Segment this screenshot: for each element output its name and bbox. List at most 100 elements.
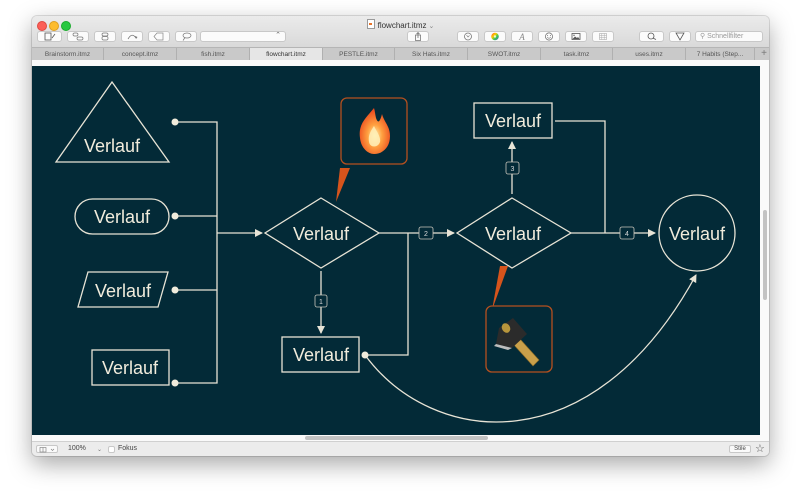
tab-task[interactable]: task.itmz — [541, 48, 613, 61]
focus-checkbox[interactable] — [108, 446, 115, 453]
node-parallelogram-label[interactable]: Verlauf — [95, 281, 152, 301]
edge-badge-2[interactable]: 2 — [418, 226, 434, 240]
colors-button[interactable] — [484, 31, 506, 42]
flowchart-diagram: Verlauf Verlauf Verlauf Verlauf Verlauf … — [54, 80, 736, 423]
view-mode-button[interactable] — [36, 445, 58, 453]
node-diamond-2 — [455, 197, 573, 269]
node-rect-top — [473, 102, 553, 139]
filter-button[interactable] — [669, 31, 691, 42]
tab-six-hats[interactable]: Six Hats.itmz — [395, 48, 468, 61]
table-button[interactable] — [592, 31, 614, 42]
node-parallelogram — [77, 271, 169, 308]
node-triangle-label[interactable]: Verlauf — [84, 136, 141, 156]
edge-badge-3[interactable]: 3 — [505, 161, 520, 175]
node-pill — [74, 198, 170, 235]
select-arrows-icon: ⌃ — [275, 32, 281, 39]
connector-triangle — [175, 121, 218, 384]
favorite-star-icon[interactable]: ☆ — [755, 443, 765, 455]
title-chevron-icon: ⌄ — [428, 23, 435, 30]
style-select[interactable]: ⌃ — [200, 31, 286, 42]
relationship-icon — [127, 34, 138, 40]
tab-flowchart[interactable]: flowchart.itmz — [250, 48, 323, 61]
styles-button[interactable]: Stile — [729, 445, 751, 453]
connector-rect-bottom — [365, 233, 409, 356]
horizontal-scrollbar[interactable] — [305, 436, 488, 440]
quick-filter-search[interactable]: ⚲ Schnellfilter — [695, 31, 763, 42]
node-diamond-1 — [263, 197, 381, 269]
connector-dot — [361, 351, 369, 359]
image-icon — [571, 33, 581, 40]
link-button[interactable] — [457, 31, 479, 42]
tab-concept[interactable]: concept.itmz — [104, 48, 177, 61]
hammer-icon — [494, 318, 540, 367]
node-diamond-1-label[interactable]: Verlauf — [293, 224, 350, 244]
zoom-dropdown-icon[interactable]: ⌄ — [97, 447, 103, 453]
tab-uses[interactable]: uses.itmz — [613, 48, 686, 61]
node-triangle — [54, 80, 171, 163]
font-icon: A — [519, 31, 525, 42]
vertical-scrollbar[interactable] — [763, 210, 767, 300]
fonts-button[interactable]: A — [511, 31, 533, 42]
node-rect-left — [91, 349, 170, 386]
new-topic-icon — [44, 32, 55, 41]
title-bar: flowchart.itmz⌄ ⌃ — [32, 16, 769, 47]
close-window-button[interactable] — [37, 21, 47, 31]
node-diamond-2-label[interactable]: Verlauf — [485, 224, 542, 244]
connector-dot — [171, 379, 179, 387]
edge-badge-1[interactable]: 1 — [314, 294, 328, 308]
fire-callout[interactable] — [336, 97, 408, 202]
relationship-button[interactable] — [121, 31, 143, 42]
document-tabs: Brainstorm.itmz concept.itmz fish.itmz f… — [32, 47, 769, 61]
tab-fish[interactable]: fish.itmz — [177, 48, 250, 61]
minimize-window-button[interactable] — [49, 21, 59, 31]
zoom-search-button[interactable] — [639, 31, 664, 42]
edge-label-2: 2 — [424, 231, 428, 238]
new-topic-button[interactable] — [37, 31, 62, 42]
emoji-button[interactable] — [538, 31, 560, 42]
emoji-icon — [545, 32, 553, 41]
edge-label-1: 1 — [319, 299, 323, 306]
node-circle — [658, 194, 736, 272]
connector-dot — [171, 118, 179, 126]
callout-button[interactable] — [175, 31, 197, 42]
tab-brainstorm[interactable]: Brainstorm.itmz — [32, 48, 104, 61]
add-tab-button[interactable]: + — [761, 48, 767, 59]
maximize-window-button[interactable] — [61, 21, 71, 31]
zoom-level[interactable]: 100% — [68, 445, 86, 452]
callout-icon — [182, 32, 192, 41]
node-rect-bottom — [281, 336, 360, 373]
link-icon — [464, 32, 472, 41]
node-rect-left-label[interactable]: Verlauf — [102, 358, 159, 378]
app-window: flowchart.itmz⌄ ⌃ — [32, 16, 769, 456]
node-circle-label[interactable]: Verlauf — [669, 224, 726, 244]
tab-swot[interactable]: SWOT.itmz — [468, 48, 541, 61]
node-pill-label[interactable]: Verlauf — [94, 207, 151, 227]
connector-curve — [364, 274, 697, 423]
window-title[interactable]: flowchart.itmz⌄ — [32, 19, 769, 30]
hammer-callout[interactable] — [485, 266, 553, 373]
edge-badge-4[interactable]: 4 — [619, 226, 635, 240]
share-button[interactable] — [407, 31, 429, 42]
tab-pestle[interactable]: PESTLE.itmz — [323, 48, 395, 61]
status-bar: 100% ⌄ Fokus Stile ☆ — [32, 441, 769, 456]
image-button[interactable] — [565, 31, 587, 42]
boundary-icon — [153, 32, 164, 41]
node-rect-bottom-label[interactable]: Verlauf — [293, 345, 350, 365]
zoom-search-icon — [647, 32, 656, 40]
node-rect-top-label[interactable]: Verlauf — [485, 111, 542, 131]
filter-icon — [675, 32, 685, 41]
diagram-canvas[interactable]: Verlauf Verlauf Verlauf Verlauf Verlauf … — [32, 66, 760, 435]
canvas-area: Verlauf Verlauf Verlauf Verlauf Verlauf … — [32, 60, 769, 441]
boundary-button[interactable] — [148, 31, 170, 42]
table-icon — [599, 33, 607, 40]
document-icon — [366, 19, 375, 29]
floating-topic-icon — [101, 32, 109, 41]
add-subtopic-button[interactable] — [67, 31, 89, 42]
window-title-text: flowchart.itmz — [377, 21, 427, 30]
add-floating-topic-button[interactable] — [94, 31, 116, 42]
edge-label-3: 3 — [511, 166, 515, 173]
focus-label: Fokus — [118, 445, 138, 452]
tab-7-habits[interactable]: 7 Habits (Step... — [686, 48, 755, 61]
edge-label-4: 4 — [625, 231, 629, 238]
color-wheel-icon — [491, 32, 499, 41]
